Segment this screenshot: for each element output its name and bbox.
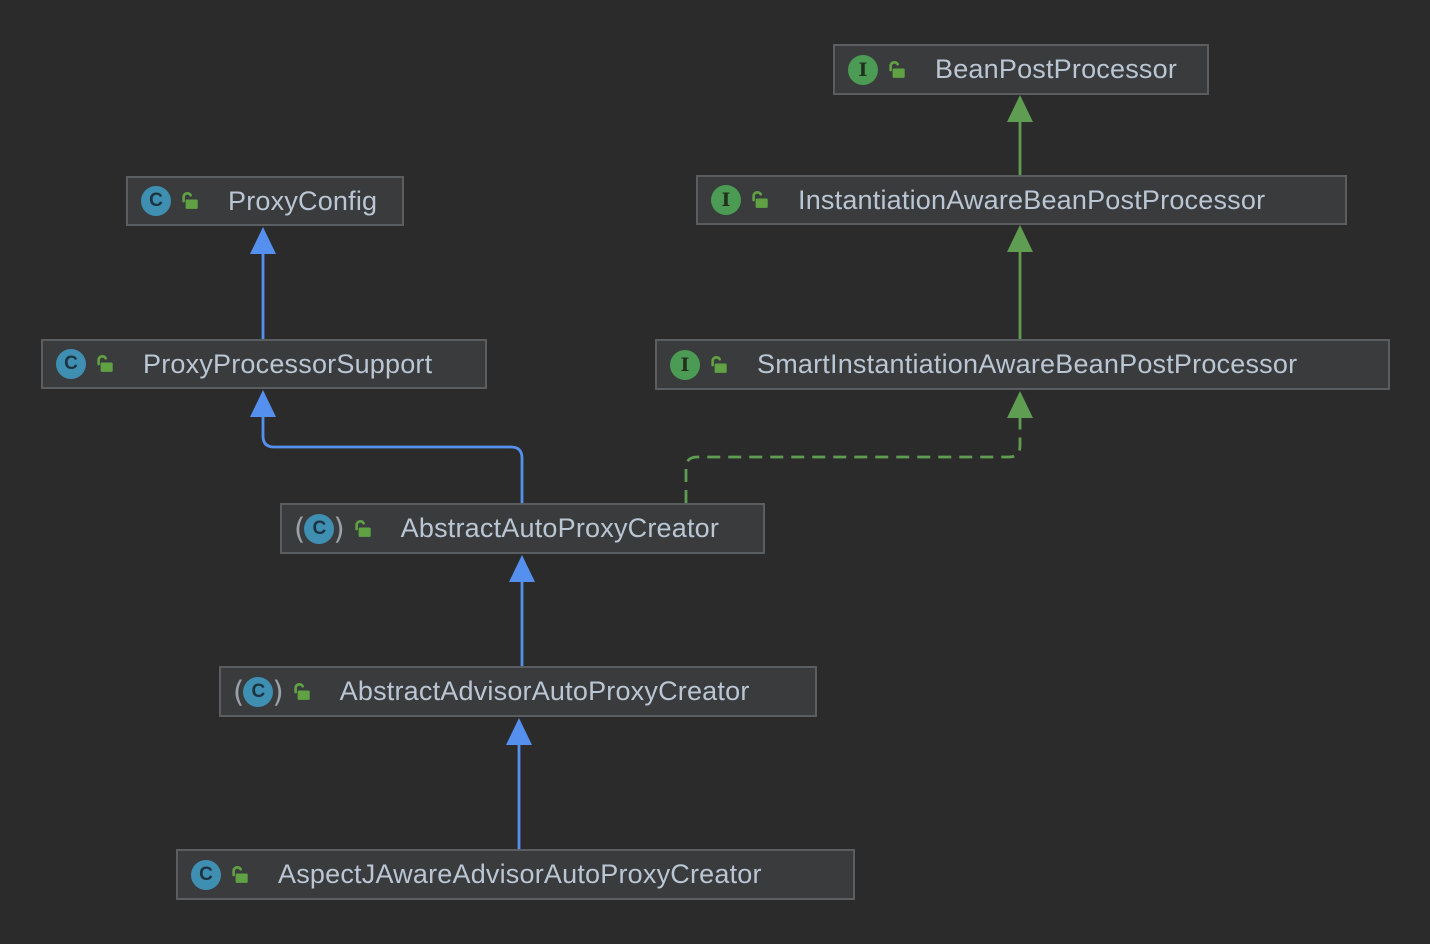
class-node-BeanPostProcessor[interactable]: I BeanPostProcessor: [833, 44, 1209, 95]
class-node-ProxyProcessorSupport[interactable]: C ProxyProcessorSupport: [41, 339, 487, 389]
class-icon: C: [56, 349, 86, 379]
interface-icon: I: [670, 349, 700, 380]
arrowhead-icon: [250, 227, 276, 254]
class-name-label: AspectJAwareAdvisorAutoProxyCreator: [278, 859, 762, 889]
node-icon-cluster: I: [670, 349, 730, 380]
abstract-paren-open: (: [233, 674, 245, 709]
abstract-class-icon: C: [304, 513, 335, 544]
class-name-label: ProxyProcessorSupport: [143, 348, 433, 379]
edge-AbstractAdvisorAutoProxyCreator-extends-AbstractAutoProxyCreator: [509, 555, 535, 666]
edge-AbstractAutoProxyCreator-implements-SmartInstantiationAwareBeanPostProcessor: [684, 391, 1033, 503]
class-name-label: ProxyConfig: [228, 185, 378, 216]
class-name-label: AbstractAdvisorAutoProxyCreator: [339, 676, 750, 706]
arrowhead-icon: [509, 555, 535, 582]
class-node-ProxyConfig[interactable]: C ProxyConfig: [126, 176, 404, 226]
edge-AspectJAwareAdvisorAutoProxyCreator-extends-AbstractAdvisorAutoProxyCreator: [506, 718, 532, 849]
node-icon-cluster: C: [191, 859, 251, 890]
class-node-AbstractAutoProxyCreator[interactable]: (C) AbstractAutoProxyCreator: [280, 503, 765, 554]
arrowhead-icon: [250, 390, 276, 417]
edge-ProxyProcessorSupport-extends-ProxyConfig: [250, 227, 276, 339]
node-icon-cluster: (C): [233, 674, 313, 709]
class-icon: C: [191, 859, 221, 890]
abstract-paren-close: ): [333, 511, 345, 546]
unlocked-icon: [354, 519, 371, 537]
edge-AbstractAutoProxyCreator-extends-ProxyProcessorSupport: [250, 390, 524, 503]
class-icon: C: [141, 186, 171, 216]
class-name-label: AbstractAutoProxyCreator: [400, 513, 720, 543]
class-node-AbstractAdvisorAutoProxyCreator[interactable]: (C) AbstractAdvisorAutoProxyCreator: [219, 666, 817, 717]
node-icon-cluster: C: [141, 186, 201, 216]
node-icon-cluster: C: [56, 349, 116, 379]
arrowhead-icon: [1007, 225, 1033, 252]
abstract-paren-open: (: [294, 511, 306, 546]
unlocked-icon: [889, 60, 905, 78]
edge-InstantiationAwareBeanPostProcessor-extends-BeanPostProcessor: [1007, 95, 1033, 175]
unlocked-icon: [97, 354, 113, 372]
unlocked-icon: [182, 191, 198, 209]
edge-SmartInstantiationAwareBeanPostProcessor-extends-InstantiationAwareBeanPostProcessor: [1007, 225, 1033, 339]
class-name-label: InstantiationAwareBeanPostProcessor: [798, 184, 1266, 215]
class-node-SmartInstantiationAwareBeanPostProcessor[interactable]: I SmartInstantiationAwareBeanPostProcess…: [655, 339, 1390, 390]
unlocked-icon: [232, 865, 248, 883]
class-name-label: SmartInstantiationAwareBeanPostProcessor: [757, 349, 1298, 379]
class-node-InstantiationAwareBeanPostProcessor[interactable]: I InstantiationAwareBeanPostProcessor: [696, 175, 1347, 225]
unlocked-icon: [293, 682, 310, 700]
node-icon-cluster: I: [848, 54, 908, 85]
node-icon-cluster: I: [711, 185, 771, 215]
arrowhead-icon: [1007, 391, 1033, 418]
interface-icon: I: [711, 185, 741, 215]
interface-icon: I: [848, 54, 878, 85]
arrowhead-icon: [1007, 95, 1033, 122]
unlocked-icon: [711, 355, 727, 373]
unlocked-icon: [752, 190, 768, 208]
arrowhead-icon: [506, 718, 532, 745]
class-node-AspectJAwareAdvisorAutoProxyCreator[interactable]: C AspectJAwareAdvisorAutoProxyCreator: [176, 849, 855, 900]
abstract-paren-close: ): [272, 674, 284, 709]
node-icon-cluster: (C): [294, 511, 374, 546]
abstract-class-icon: C: [243, 676, 274, 707]
class-name-label: BeanPostProcessor: [935, 54, 1178, 84]
